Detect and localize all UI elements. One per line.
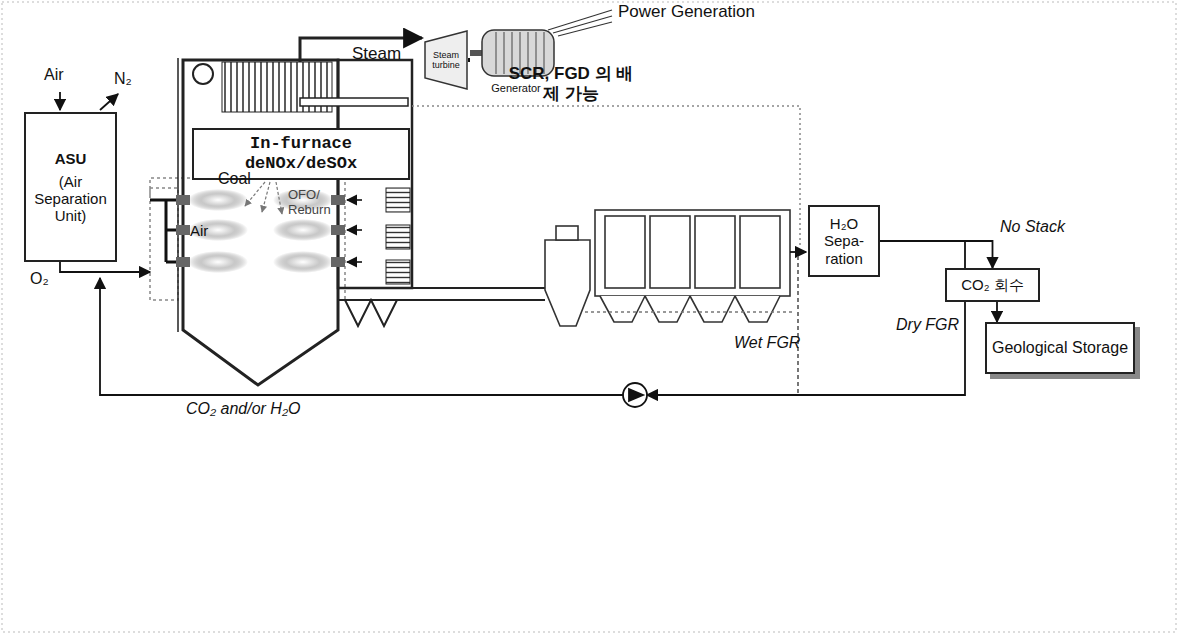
fgr-fan-part <box>623 383 647 407</box>
burners-part <box>150 200 166 262</box>
burners-part <box>176 257 190 267</box>
fgr-fan-part <box>629 389 643 401</box>
node-text: H₂O Sepa-ration <box>814 215 874 267</box>
esp-part <box>605 216 645 288</box>
ofa-ports-part <box>276 182 282 214</box>
separator-box: H₂O Sepa-ration <box>808 205 880 277</box>
flow-label: Steam <box>352 44 401 64</box>
boiler-part <box>193 64 213 84</box>
asu-box: ASU (Air Separation Unit) <box>24 112 117 262</box>
storage-box: Geological Storage <box>985 322 1135 374</box>
flow-label: Dry FGR <box>896 316 959 334</box>
flow-arrow <box>996 302 998 322</box>
flow-label: Air <box>190 222 208 239</box>
esp-part <box>556 226 578 240</box>
flow-arrow <box>880 241 993 268</box>
fgr-fan <box>623 383 647 407</box>
node-text: In-furnace deNOx/deSOx <box>198 134 404 173</box>
power-lines <box>548 10 612 36</box>
boiler-part <box>386 188 410 212</box>
flue-lines-part <box>647 241 965 395</box>
steam-turbine: Steam turbine <box>424 30 468 90</box>
burners-part <box>347 199 362 201</box>
flow-label: CO₂ and/or H₂O <box>186 400 300 418</box>
flow-label: Wet FGR <box>734 334 800 352</box>
boiler-part <box>338 288 545 300</box>
esp-part <box>545 240 590 326</box>
esp-part <box>585 311 792 313</box>
boiler <box>178 38 545 385</box>
burners-part <box>176 225 190 235</box>
flow-label: Coal <box>218 170 251 188</box>
asu-lines-part <box>60 262 150 272</box>
esp-part <box>695 216 735 288</box>
burners-part <box>331 257 345 267</box>
flue-lines-part <box>797 256 799 395</box>
note-label: SCR, FGD 의 배제 가능 <box>506 64 636 103</box>
boiler-part <box>345 300 397 326</box>
generator-rib <box>495 32 497 74</box>
flow-label: N₂ <box>114 70 132 88</box>
node-text: CO₂ 회수 <box>961 276 1024 293</box>
flow-label: Air <box>44 66 64 84</box>
burners-part <box>273 219 333 241</box>
burners-part <box>347 229 362 231</box>
flue-lines-part <box>412 106 800 245</box>
burners <box>150 189 362 273</box>
node-text: Generator <box>491 82 541 95</box>
boiler-part <box>183 60 338 385</box>
node-text: Geological Storage <box>992 339 1128 357</box>
boiler-part <box>386 225 410 249</box>
burners-part <box>188 189 248 211</box>
power-lines-part <box>558 22 612 36</box>
flue-lines-part <box>790 251 806 253</box>
power-lines-part <box>548 10 612 30</box>
ofa-ports-part <box>262 182 270 212</box>
burners-part <box>176 195 190 205</box>
turbine-casing <box>425 31 467 89</box>
flow-label: O₂ <box>30 270 49 288</box>
esp-part <box>650 216 690 288</box>
burners-part <box>331 225 345 235</box>
output-label: Power Generation <box>618 2 755 22</box>
flue-lines <box>412 106 965 395</box>
esp-part <box>600 296 780 322</box>
turbine-shaft <box>468 58 470 62</box>
burners-part <box>188 219 248 241</box>
boiler-part <box>300 98 408 106</box>
ofa-label: OFO/ Reburn <box>288 188 344 218</box>
burners-part <box>347 261 362 263</box>
asu-lines-part <box>100 94 118 110</box>
flow-label: No Stack <box>1000 218 1065 236</box>
capture-box: CO₂ 회수 <box>945 268 1040 302</box>
windbox-part <box>150 178 355 300</box>
asu-lines-part <box>59 92 61 110</box>
esp <box>545 210 792 326</box>
burners-part <box>273 251 333 273</box>
esp-part <box>740 216 780 288</box>
esp-part <box>595 210 790 296</box>
boiler-part <box>386 260 410 284</box>
node-text: ASU <box>55 150 87 167</box>
asu-lines <box>60 92 625 395</box>
generator-rib <box>503 32 505 74</box>
windbox <box>150 178 355 300</box>
burners-part <box>188 251 248 273</box>
windbox-part <box>150 188 178 300</box>
node-text: (Air Separation Unit) <box>30 173 111 225</box>
shaft <box>470 50 482 56</box>
node-text: Steam turbine <box>428 50 464 71</box>
burners-part <box>331 195 345 205</box>
